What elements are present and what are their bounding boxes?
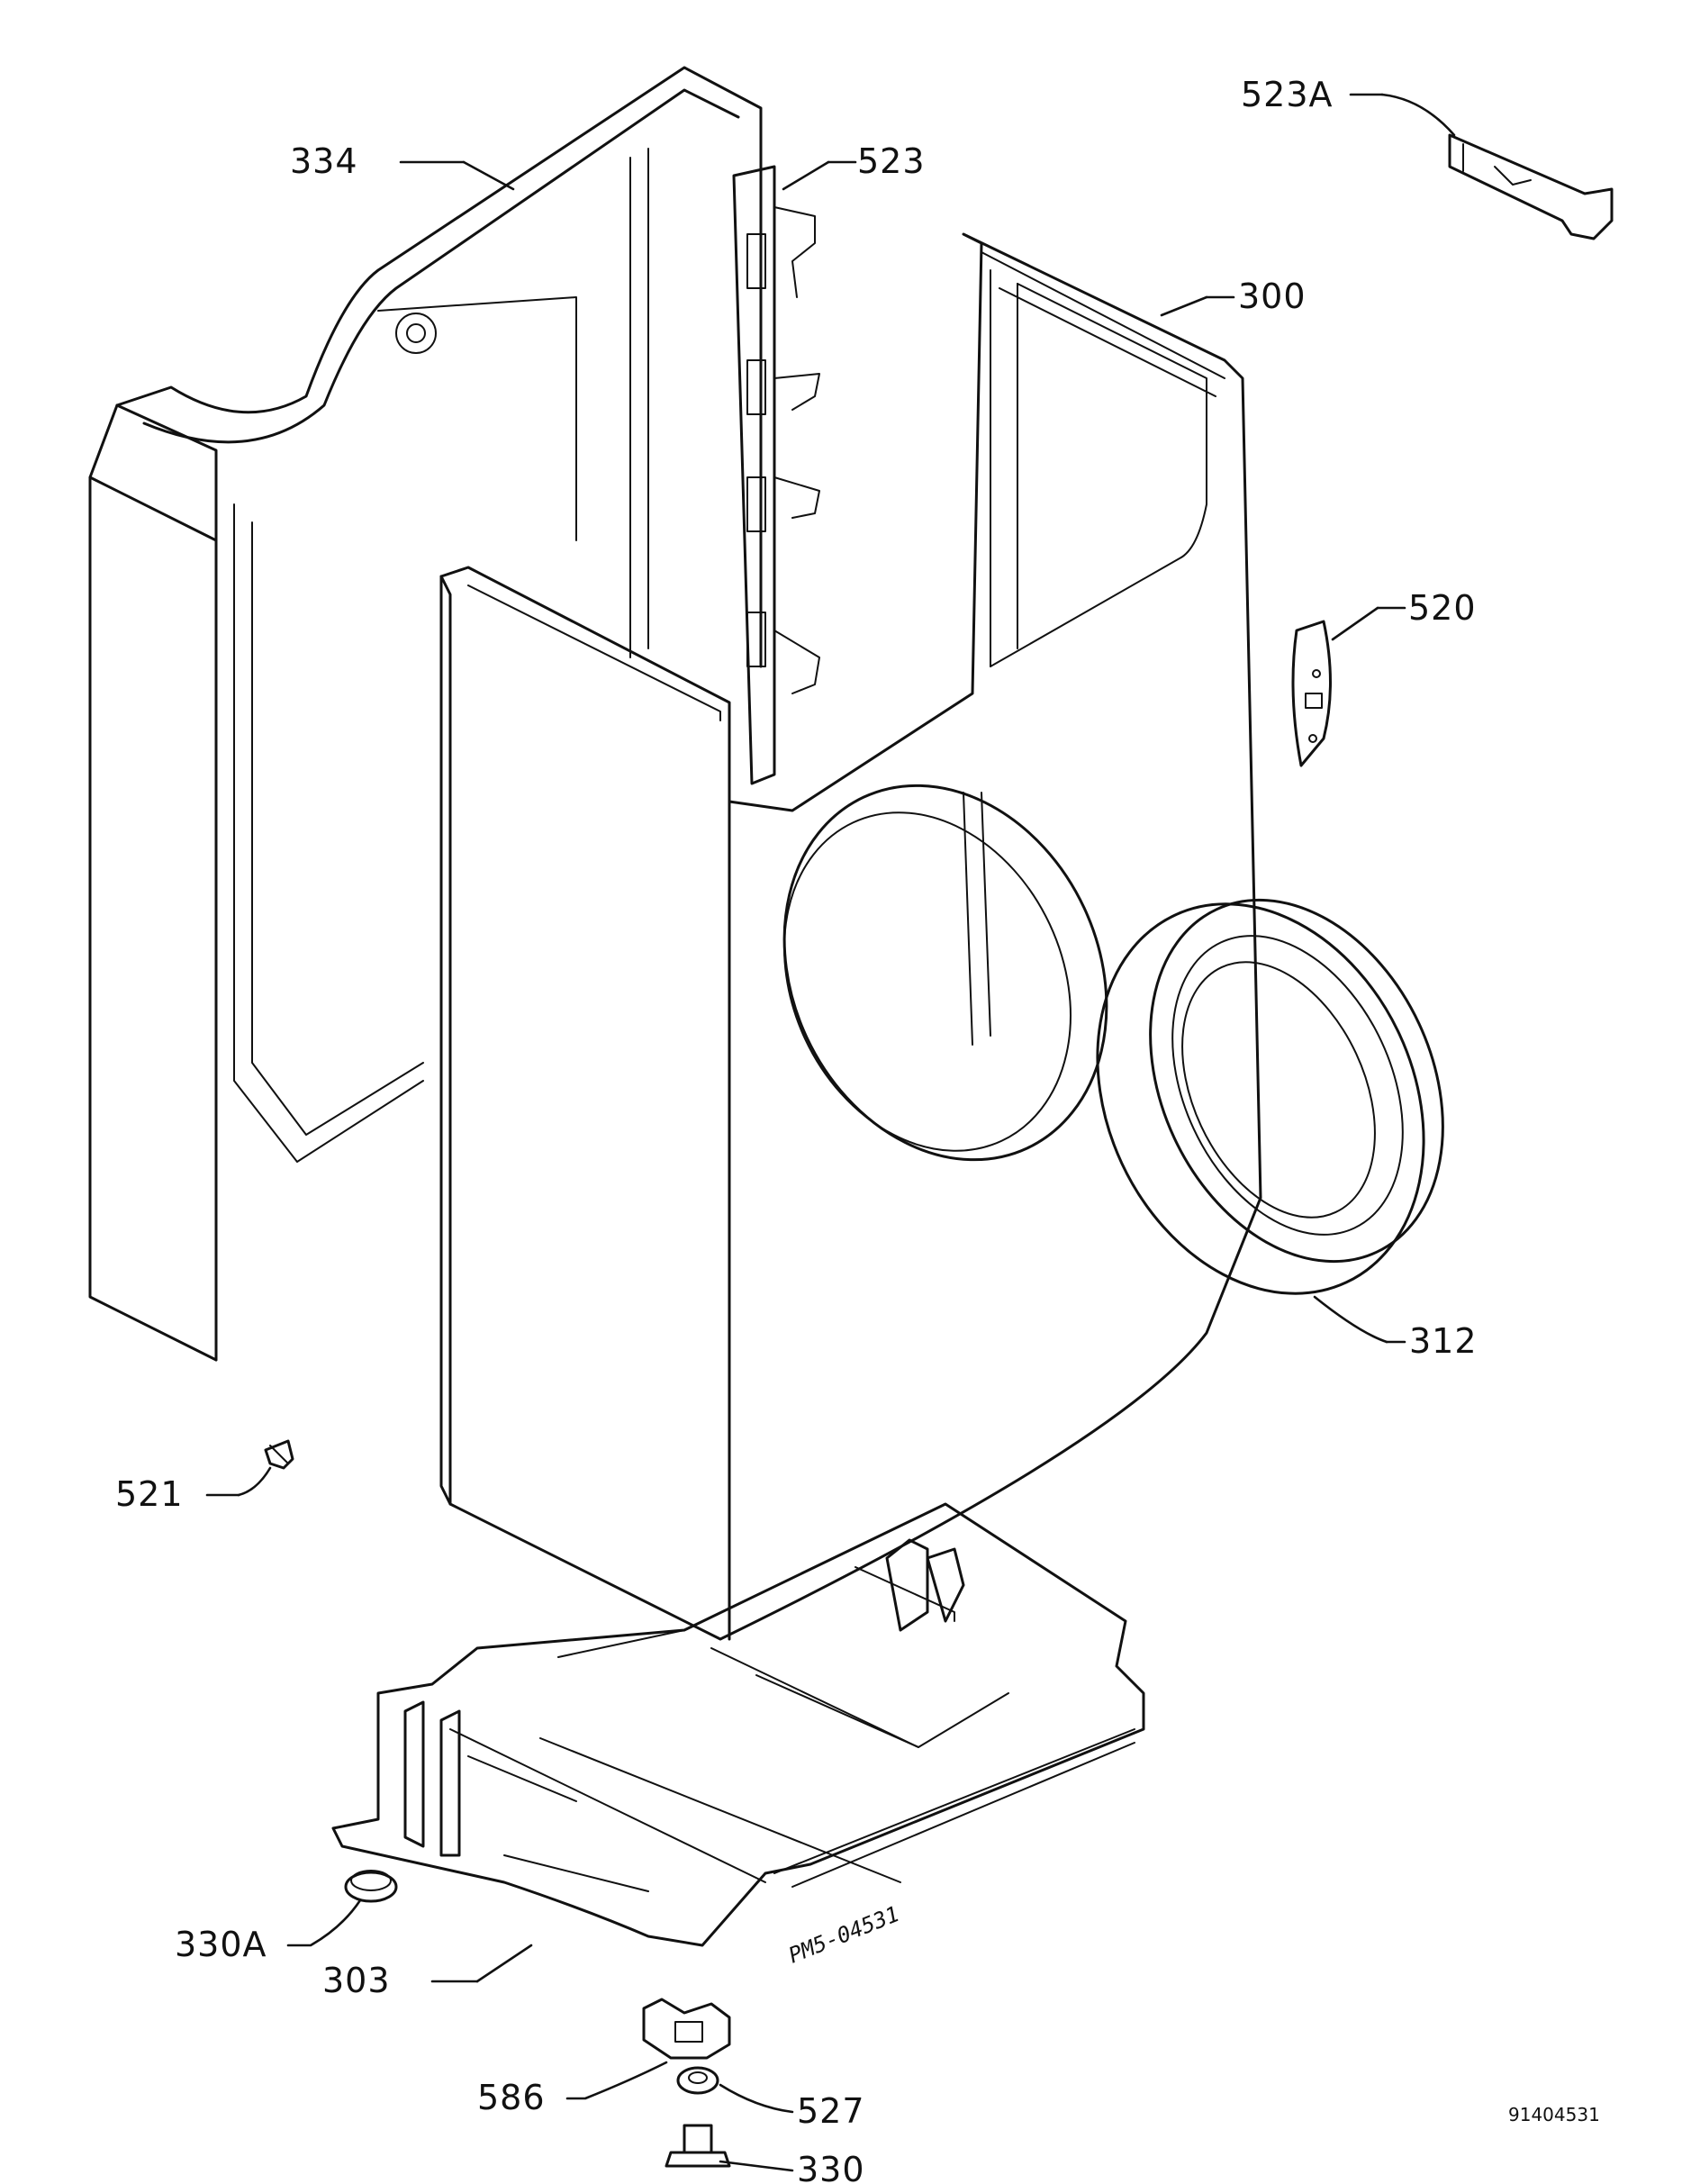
callout-520: 520 bbox=[1408, 588, 1477, 628]
callout-527: 527 bbox=[797, 2091, 865, 2131]
callout-521: 521 bbox=[115, 1474, 184, 1514]
drawing-code: PM5-04531 bbox=[785, 1901, 903, 1969]
callout-303: 303 bbox=[322, 1961, 391, 2000]
callout-334: 334 bbox=[290, 141, 358, 181]
callout-523: 523 bbox=[857, 141, 926, 181]
callout-523a: 523A bbox=[1241, 75, 1334, 114]
reference-number: 91404531 bbox=[1508, 2104, 1600, 2125]
hinge-520 bbox=[1291, 606, 1406, 767]
rail-523 bbox=[732, 160, 857, 785]
callout-300: 300 bbox=[1238, 276, 1307, 316]
cabinet-300 bbox=[439, 232, 1262, 1641]
latch-523a bbox=[1349, 93, 1614, 240]
nut-527 bbox=[676, 2066, 794, 2114]
base-303 bbox=[331, 1502, 1145, 1983]
foot-pad-330a bbox=[286, 1870, 398, 1947]
foot-330 bbox=[665, 2124, 794, 2172]
callout-330: 330 bbox=[797, 2150, 865, 2184]
callout-330a: 330A bbox=[175, 1925, 267, 1964]
clip-586 bbox=[565, 1998, 731, 2100]
door-seal-312 bbox=[1096, 898, 1444, 1344]
side-panel-334 bbox=[88, 66, 763, 1362]
screw-521 bbox=[205, 1439, 294, 1497]
callout-586: 586 bbox=[477, 2078, 546, 2117]
callout-312: 312 bbox=[1409, 1321, 1478, 1361]
